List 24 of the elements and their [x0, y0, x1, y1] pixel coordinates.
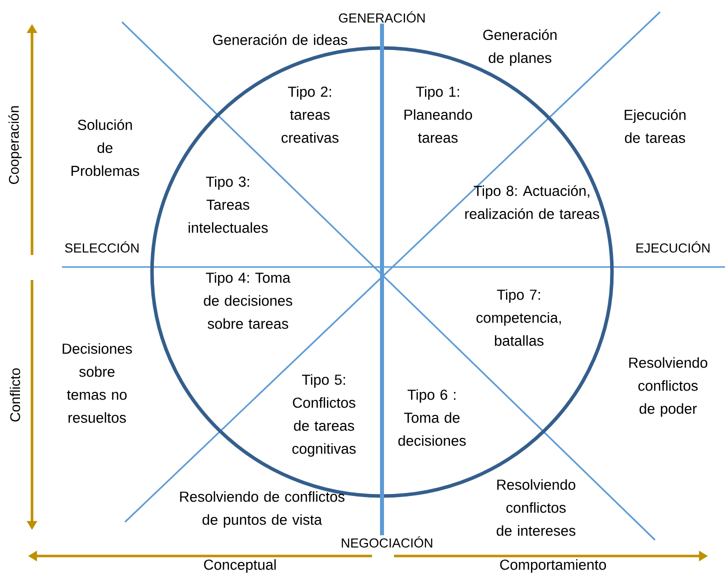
activity-label: Solución de Problemas: [72, 119, 140, 176]
activity-label: Generación de ideas: [213, 34, 348, 46]
activity-label: Resolviendo conflictos de poder: [629, 357, 708, 417]
axis-label: SELECCIÓN: [63, 240, 141, 254]
axis-label: GENERACIÓN: [337, 10, 427, 24]
type-label: Tipo 3: Tareas intelectuales: [188, 176, 268, 233]
axis-label: Conflicto: [10, 368, 20, 422]
activity-label: Ejecución de tareas: [624, 109, 686, 143]
type-label: Tipo 1: Planeando tareas: [404, 86, 472, 143]
activity-label: Resolviendo conflictos de intereses: [496, 479, 576, 536]
axis-label: NEGOCIACIÓN: [340, 535, 434, 549]
activity-label: Generación de planes: [483, 29, 557, 66]
type-label: Tipo 2: tareas creativas: [282, 86, 338, 143]
type-label: Tipo 6 : Toma de decisiones: [398, 389, 466, 446]
type-label: Tipo 7: competencia, batallas: [476, 289, 561, 346]
activity-label: Conceptual: [204, 559, 276, 573]
axis-label: EJECUCIÓN: [634, 240, 712, 254]
axis-label: Cooperación: [8, 106, 22, 184]
type-label: Tipo 8: Actuación, realización de tareas: [465, 185, 600, 219]
type-label: Tipo 4: Toma de decisiones sobre tareas: [204, 272, 292, 329]
activity-label: Resolviendo de conflictos de puntos de vista: [180, 491, 344, 528]
type-label: Tipo 5: Conflictos de tareas cognitivas: [292, 374, 356, 457]
activity-label: Comportamiento: [500, 559, 606, 573]
activity-label: Decisiones sobre temas no resueltos: [62, 343, 132, 423]
